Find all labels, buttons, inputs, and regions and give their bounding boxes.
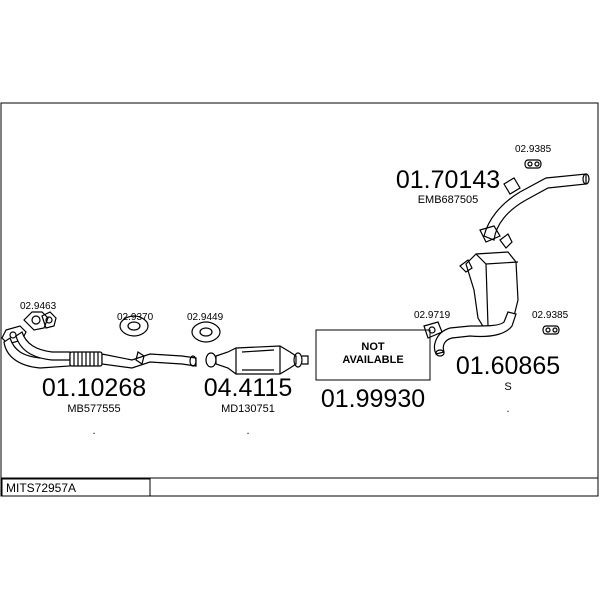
part-dot-1: . bbox=[92, 425, 95, 437]
hanger-02-9385-top-drawing bbox=[524, 159, 542, 169]
accessory-label-1: 02.9463 bbox=[20, 301, 57, 312]
not-available-line-1: NOT bbox=[361, 341, 385, 353]
part-code-2: 04.4115 bbox=[204, 374, 293, 402]
not-available-box bbox=[315, 329, 431, 381]
accessory-label-6: 02.9385 bbox=[532, 310, 569, 321]
gasket-02-9449-drawing bbox=[191, 321, 221, 343]
part-dot-4: . bbox=[506, 403, 509, 415]
hanger-02-9385-side-drawing bbox=[542, 325, 560, 335]
tail-pipe-drawing bbox=[479, 173, 590, 243]
catalyst-drawing bbox=[205, 345, 309, 375]
part-sub-1: MB577555 bbox=[67, 403, 120, 415]
part-sub-4: S bbox=[504, 381, 511, 393]
part-code-3: 01.70143 bbox=[396, 166, 500, 194]
accessory-label-4: 02.9385 bbox=[515, 144, 552, 155]
part-code-1: 01.10268 bbox=[42, 374, 146, 402]
gasket-02-9719-drawing bbox=[423, 321, 443, 339]
accessory-label-2: 02.9370 bbox=[117, 312, 154, 323]
not-available-line-2: AVAILABLE bbox=[342, 354, 403, 366]
accessory-label-3: 02.9449 bbox=[187, 312, 224, 323]
reference-code: MITS72957A bbox=[6, 481, 76, 495]
not-available-code: 01.99930 bbox=[321, 385, 425, 413]
rear-silencer-drawing bbox=[433, 233, 519, 357]
part-code-4: 01.60865 bbox=[456, 352, 560, 380]
gasket-02-9370-drawing bbox=[119, 315, 149, 337]
part-dot-2: . bbox=[246, 425, 249, 437]
front-pipe-drawing bbox=[1, 325, 197, 369]
gasket-02-9463-drawing bbox=[23, 311, 57, 331]
diagram-frame bbox=[0, 102, 599, 497]
accessory-label-5: 02.9719 bbox=[414, 310, 451, 321]
part-sub-2: MD130751 bbox=[221, 403, 275, 415]
reference-box bbox=[1, 478, 151, 497]
part-sub-3: EMB687505 bbox=[418, 194, 479, 206]
